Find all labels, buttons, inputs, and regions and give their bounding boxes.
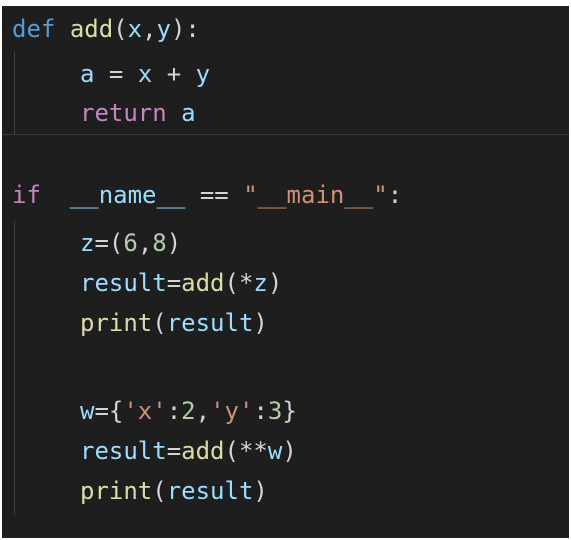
function-name: add: [69, 15, 114, 43]
keyword-if: if: [12, 181, 41, 209]
code-line-7[interactable]: print(result): [80, 309, 268, 337]
param-y: y: [156, 15, 171, 43]
code-line-5[interactable]: z=(6,8): [80, 229, 182, 257]
code-line-10[interactable]: print(result): [80, 477, 268, 505]
keyword-return: return: [80, 99, 167, 127]
keyword-def: def: [12, 15, 56, 43]
code-line-6[interactable]: result=add(*z): [80, 269, 283, 297]
code-line-3[interactable]: return a: [80, 99, 196, 127]
code-editor[interactable]: def add(x,y): a = x + y return a if __na…: [2, 6, 569, 538]
code-line-2[interactable]: a = x + y: [80, 60, 211, 88]
code-line-8[interactable]: w={'x':2,'y':3}: [80, 397, 297, 425]
indent-guide-if: [14, 221, 15, 515]
code-line-4[interactable]: if __name__ == "__main__":: [12, 181, 403, 209]
block-separator: [2, 134, 569, 135]
param-x: x: [127, 15, 143, 43]
indent-guide-def: [14, 52, 15, 134]
code-line-1[interactable]: def add(x,y):: [12, 15, 200, 43]
string-literal: "__main__": [243, 181, 388, 209]
code-line-9[interactable]: result=add(**w): [80, 437, 297, 465]
